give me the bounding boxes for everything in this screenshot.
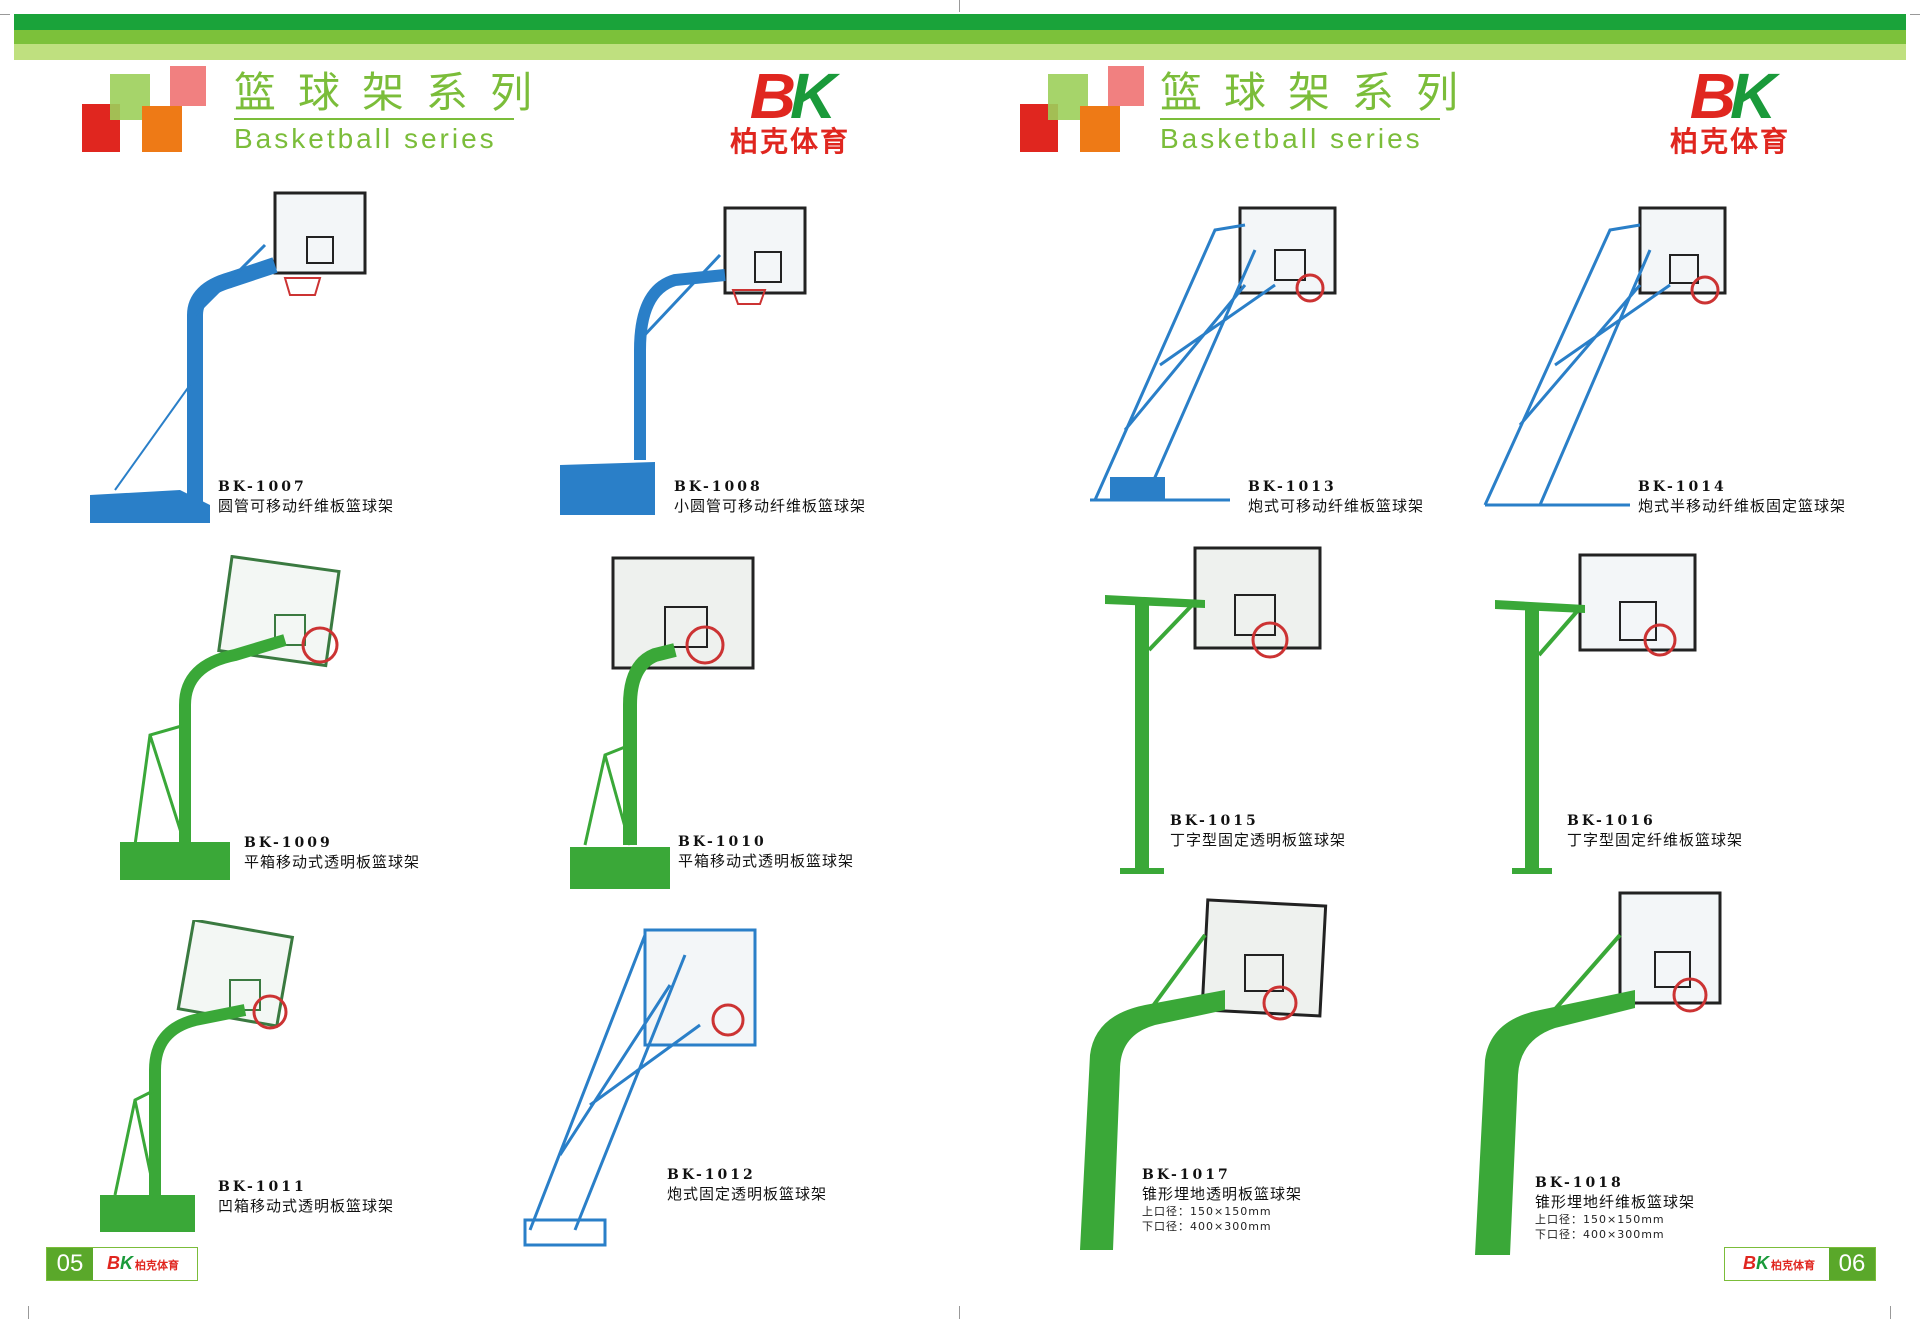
top-band-dark <box>14 14 1906 30</box>
product-code: BK-1010 <box>678 834 767 850</box>
title-underline <box>1160 118 1440 120</box>
product-name: 锥形埋地透明板篮球架 <box>1142 1185 1303 1203</box>
product-code: BK-1017 <box>1142 1167 1231 1183</box>
product-code: BK-1013 <box>1248 479 1337 495</box>
product-code: BK-1009 <box>244 835 333 851</box>
crop-mark <box>0 14 10 15</box>
series-title-en: Basketball series <box>234 123 497 154</box>
product-name: 炮式可移动纤维板篮球架 <box>1248 497 1425 515</box>
product-image-bk-1013 <box>1090 206 1337 502</box>
product-code: BK-1016 <box>1567 813 1656 829</box>
product-name: 炮式半移动纤维板固定篮球架 <box>1638 497 1847 515</box>
product-image-bk-1009 <box>120 555 341 880</box>
product-spec-top: 上口径：150×150mm <box>1142 1205 1272 1218</box>
product-image-bk-1008 <box>560 206 807 515</box>
product-code: BK-1012 <box>667 1167 756 1183</box>
decor-square-pink <box>1108 66 1144 106</box>
product-image-bk-1016 <box>1495 553 1697 874</box>
product-code: BK-1008 <box>674 479 763 495</box>
decor-square-orange <box>1080 106 1120 152</box>
product-name: 小圆管可移动纤维板篮球架 <box>674 497 867 515</box>
series-title-right: 篮球架系列 Basketball series <box>1160 70 1480 154</box>
decor-square-pink <box>170 66 206 106</box>
brand-name: 柏克体育 <box>729 125 850 158</box>
brand-logo-right: BK 柏克体育 <box>1660 60 1800 158</box>
product-label-bk-1012: BK-1012 炮式固定透明板篮球架 <box>667 1166 827 1204</box>
product-spec-bottom: 下口径：400×300mm <box>1142 1220 1272 1233</box>
crop-mark <box>1890 1306 1891 1319</box>
bk-logo-mark: BK <box>749 60 836 132</box>
product-spec-top: 上口径：150×150mm <box>1535 1213 1665 1226</box>
product-name: 平箱移动式透明板篮球架 <box>678 852 855 870</box>
product-image-bk-1015 <box>1105 546 1322 874</box>
bk-logo-mark: BK <box>1689 60 1776 132</box>
product-name: 锥形埋地纤维板篮球架 <box>1535 1193 1696 1211</box>
product-image-bk-1018 <box>1475 891 1722 1255</box>
product-image-bk-1010 <box>570 556 755 889</box>
product-label-bk-1008: BK-1008 小圆管可移动纤维板篮球架 <box>674 478 866 516</box>
product-spec-bottom: 下口径：400×300mm <box>1535 1228 1665 1241</box>
product-image-bk-1012 <box>523 928 757 1247</box>
brand-logo-left: BK 柏克体育 <box>720 60 860 158</box>
series-title-left: 篮球架系列 Basketball series <box>234 70 554 154</box>
series-title-zh: 篮球架系列 <box>1160 68 1481 117</box>
product-label-bk-1010: BK-1010 平箱移动式透明板篮球架 <box>678 833 854 871</box>
crop-mark <box>28 1306 29 1319</box>
product-code: BK-1015 <box>1170 813 1259 829</box>
title-underline <box>234 118 514 120</box>
product-code: BK-1014 <box>1638 479 1727 495</box>
series-title-en: Basketball series <box>1160 123 1423 154</box>
product-label-bk-1007: BK-1007 圆管可移动纤维板篮球架 <box>218 478 394 516</box>
top-band-light <box>14 44 1906 60</box>
product-label-bk-1011: BK-1011 凹箱移动式透明板篮球架 <box>218 1178 394 1216</box>
brand-name: 柏克体育 <box>1669 125 1790 158</box>
crop-mark <box>959 1306 960 1319</box>
product-label-bk-1009: BK-1009 平箱移动式透明板篮球架 <box>244 834 420 872</box>
product-name: 圆管可移动纤维板篮球架 <box>218 497 395 515</box>
product-label-bk-1014: BK-1014 炮式半移动纤维板固定篮球架 <box>1638 478 1846 516</box>
product-label-bk-1018: BK-1018 锥形埋地纤维板篮球架 上口径：150×150mm 下口径：400… <box>1535 1174 1695 1242</box>
page-number-left: 05 <box>47 1248 93 1280</box>
product-name: 丁字型固定透明板篮球架 <box>1170 831 1347 849</box>
product-name: 平箱移动式透明板篮球架 <box>244 853 421 871</box>
product-image-bk-1017 <box>1080 898 1328 1250</box>
product-name: 凹箱移动式透明板篮球架 <box>218 1197 395 1215</box>
product-name: 丁字型固定纤维板篮球架 <box>1567 831 1744 849</box>
product-label-bk-1016: BK-1016 丁字型固定纤维板篮球架 <box>1567 812 1743 850</box>
product-image-bk-1014 <box>1483 206 1727 507</box>
product-name: 炮式固定透明板篮球架 <box>667 1185 828 1203</box>
crop-mark <box>959 0 960 12</box>
product-code: BK-1011 <box>218 1179 307 1195</box>
product-label-bk-1013: BK-1013 炮式可移动纤维板篮球架 <box>1248 478 1424 516</box>
series-title-zh: 篮球架系列 <box>234 68 555 117</box>
product-code: BK-1007 <box>218 479 307 495</box>
decor-square-orange <box>142 106 182 152</box>
product-label-bk-1017: BK-1017 锥形埋地透明板篮球架 上口径：150×150mm 下口径：400… <box>1142 1166 1302 1234</box>
product-label-bk-1015: BK-1015 丁字型固定透明板篮球架 <box>1170 812 1346 850</box>
product-code: BK-1018 <box>1535 1175 1624 1191</box>
page-number-right: 06 <box>1829 1248 1875 1280</box>
crop-mark <box>1910 14 1920 15</box>
product-image-bk-1007 <box>90 191 367 523</box>
product-image-bk-1011 <box>100 920 295 1232</box>
top-band-mid <box>14 30 1906 44</box>
